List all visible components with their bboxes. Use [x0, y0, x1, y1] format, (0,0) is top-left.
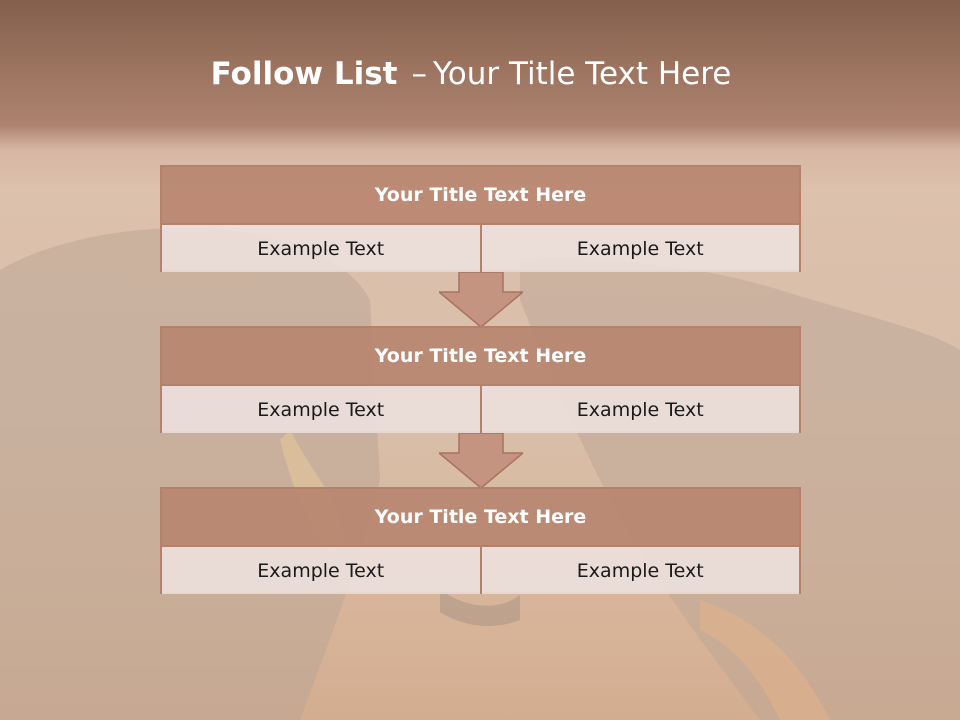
- list-block-2: Your Title Text Here Example Text Exampl…: [160, 326, 801, 433]
- block-cell-left: Example Text: [162, 225, 480, 272]
- block-cell-right: Example Text: [479, 547, 799, 594]
- block-cell-left: Example Text: [162, 547, 480, 594]
- title-main-part: Your Title Text Here: [432, 56, 732, 92]
- list-block-3: Your Title Text Here Example Text Exampl…: [160, 487, 801, 594]
- list-block-1: Your Title Text Here Example Text Exampl…: [160, 165, 801, 272]
- block-cell-left: Example Text: [162, 386, 480, 433]
- block-title: Your Title Text Here: [162, 328, 799, 386]
- title-dash: –: [411, 56, 427, 92]
- slide-title: Follow List–Your Title Text Here: [0, 56, 942, 92]
- down-arrow-icon: [439, 433, 523, 489]
- block-cell-right: Example Text: [479, 386, 799, 433]
- block-row: Example Text Example Text: [162, 547, 799, 594]
- block-cell-right: Example Text: [479, 225, 799, 272]
- block-row: Example Text Example Text: [162, 225, 799, 272]
- title-bold-part: Follow List: [210, 56, 398, 92]
- block-title: Your Title Text Here: [162, 489, 799, 547]
- block-row: Example Text Example Text: [162, 386, 799, 433]
- block-title: Your Title Text Here: [162, 167, 799, 225]
- down-arrow-icon: [439, 272, 523, 328]
